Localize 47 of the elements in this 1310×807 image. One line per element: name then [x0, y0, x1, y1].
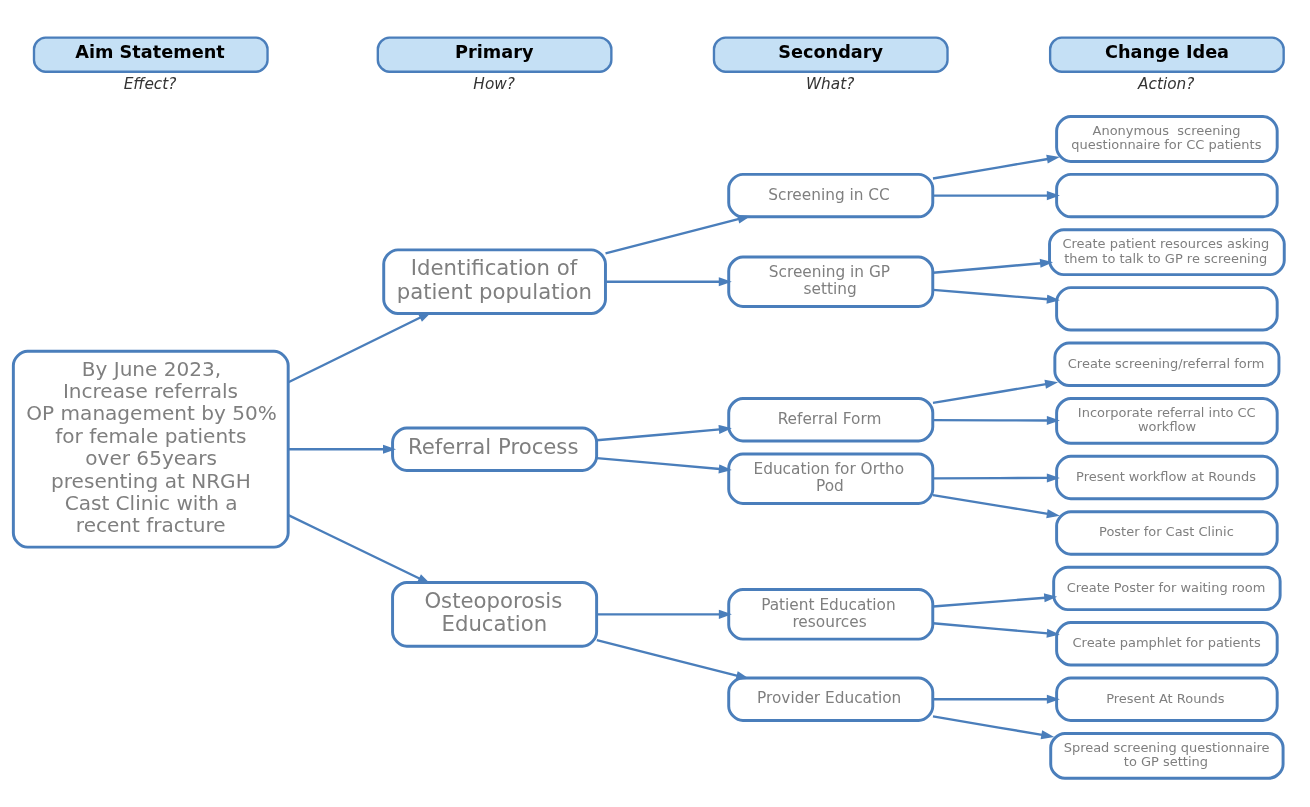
- arrow: [932, 593, 1058, 608]
- node-box: Referral Form: [727, 397, 935, 443]
- arrow: [932, 622, 1060, 638]
- node-label: How?: [473, 74, 515, 93]
- arrow: [288, 444, 396, 454]
- node-box: Provider Education: [727, 676, 935, 722]
- node-label: Effect?: [123, 74, 177, 93]
- node-box: Screening in CC: [727, 172, 935, 219]
- node-box: Incorporate referral into CC workflow: [1055, 397, 1279, 445]
- arrow: [932, 288, 1060, 304]
- node-label: Action?: [1138, 74, 1195, 93]
- arrow: [932, 473, 1060, 483]
- arrow: [287, 514, 431, 584]
- arrow: [596, 609, 732, 619]
- node-box: Create Poster for waiting room: [1052, 565, 1282, 612]
- arrow: [596, 456, 732, 474]
- node-label: What?: [805, 74, 855, 93]
- node-box: Screening in GP setting: [727, 255, 935, 308]
- node-box: [1055, 172, 1279, 219]
- node-box: Create screening/referral form: [1053, 341, 1281, 387]
- node-box: Create pamphlet for patients: [1055, 621, 1279, 667]
- node-box: Present workflow at Rounds: [1055, 454, 1279, 501]
- node-box: [1055, 286, 1279, 332]
- arrow: [932, 258, 1054, 274]
- arrow: [932, 415, 1060, 426]
- arrow: [933, 191, 1060, 201]
- arrow: [932, 493, 1060, 519]
- node-box: Spread screening questionnaire to GP setting: [1049, 732, 1285, 780]
- node-box: Identification of patient population: [382, 248, 607, 316]
- node-box: Patient Education resources: [727, 588, 935, 641]
- arrow: [605, 277, 732, 287]
- node-box: Present At Rounds: [1055, 676, 1279, 722]
- arrow: [605, 214, 751, 255]
- node-box: Anonymous screening questionnaire for CC patients: [1055, 115, 1279, 163]
- arrow: [932, 154, 1060, 180]
- arrow: [596, 638, 750, 680]
- arrow: [596, 424, 732, 442]
- node-box: Osteoporosis Education: [391, 581, 599, 648]
- node-box: Referral Process: [391, 426, 599, 472]
- arrow: [932, 715, 1055, 740]
- node-box: Create patient resources asking them to talk to GP re screening: [1048, 228, 1286, 277]
- arrow: [287, 312, 432, 384]
- node-box: Poster for Cast Clinic: [1055, 510, 1279, 556]
- arrow: [933, 694, 1060, 704]
- node-box: By June 2023, Increase referrals OP management by 50% for female patients over 65years presenting at NRGH Cast Clinic with a recent fracture: [11, 349, 290, 549]
- node-box: Education for Ortho Pod: [727, 452, 935, 505]
- arrow: [932, 379, 1059, 405]
